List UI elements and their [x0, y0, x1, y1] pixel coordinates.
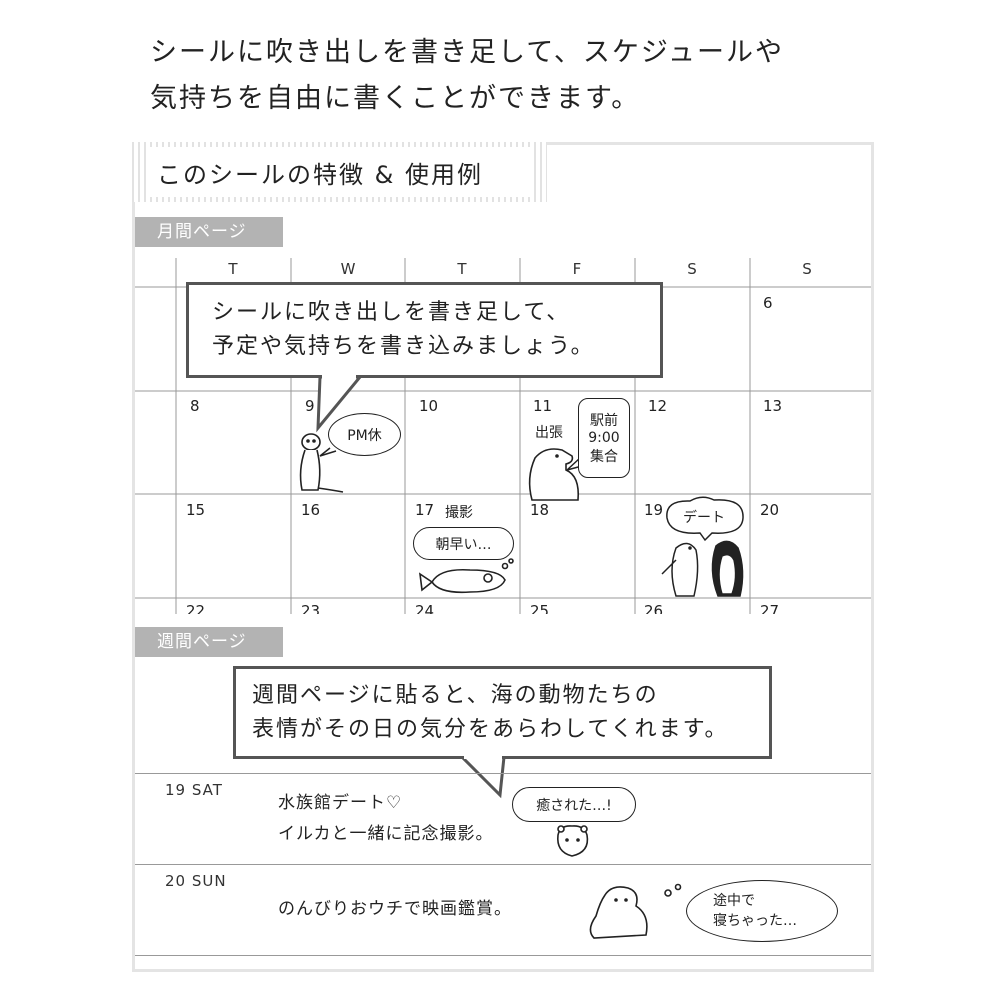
weekly-callout-line-2: 表情がその日の気分をあらわしてくれます。: [252, 717, 729, 742]
day-18[interactable]: 18: [530, 501, 550, 519]
asleep-bubble: 途中で 寝ちゃった…: [686, 880, 838, 942]
station-bubble: 駅前 9:00 集合: [578, 398, 630, 478]
penguin-icon: [661, 540, 744, 597]
weekly-divider-1: [135, 773, 871, 774]
date-note: デート: [683, 510, 725, 526]
polar-bear-icon: [528, 448, 580, 501]
day-15[interactable]: 15: [186, 501, 206, 519]
dow-thu: T: [457, 260, 467, 278]
calendar-row-4-clip: 22 23 24 25 26 27: [135, 598, 871, 614]
otter-icon: [299, 433, 344, 493]
dow-sat: S: [687, 260, 697, 278]
day-17[interactable]: 17: [415, 501, 435, 519]
station-line-3: 集合: [590, 449, 618, 465]
dow-wed: W: [340, 260, 356, 278]
week-entry-sat-line-1: 水族館デート♡: [278, 793, 403, 813]
bear-face-icon: [556, 825, 589, 857]
intro-text: シールに吹き出しを書き足して、スケジュールや 気持ちを自由に書くことができます。: [150, 30, 870, 122]
station-line-1: 駅前: [590, 413, 618, 429]
dow-tue: T: [228, 260, 238, 278]
weekly-divider-3: [135, 955, 871, 956]
trip-note: 出張: [535, 425, 563, 441]
week-entry-sat-line-2: イルカと一緒に記念撮影。: [278, 824, 494, 844]
monthly-callout: [186, 282, 663, 378]
day-24[interactable]: 24: [415, 602, 435, 614]
day-27[interactable]: 27: [760, 602, 780, 614]
weekly-callout: [233, 666, 772, 759]
asleep-line-2: 寝ちゃった…: [713, 913, 797, 929]
day-20[interactable]: 20: [760, 501, 780, 519]
weekly-callout-text: 週間ページに貼ると、海の動物たちの 表情がその日の気分をあらわしてくれます。: [252, 679, 728, 747]
pm-bubble: PM休: [328, 413, 401, 456]
panel-title: このシールの特徴 & 使用例: [157, 161, 483, 189]
day-10[interactable]: 10: [419, 397, 439, 415]
week-entry-sat: 水族館デート♡ イルカと一緒に記念撮影。: [278, 788, 494, 850]
monthly-callout-line-2: 予定や気持ちを書き込みましょう。: [212, 334, 595, 359]
day-11[interactable]: 11: [533, 397, 553, 415]
day-23[interactable]: 23: [301, 602, 321, 614]
dow-sun: S: [802, 260, 812, 278]
early-bubble: 朝早い…: [413, 527, 514, 560]
intro-line-2: 気持ちを自由に書くことができます。: [150, 83, 641, 114]
title-box: [147, 147, 532, 197]
day-16[interactable]: 16: [301, 501, 321, 519]
day-22[interactable]: 22: [186, 602, 206, 614]
date-heart-bubble: [666, 496, 744, 542]
day-12[interactable]: 12: [648, 397, 668, 415]
monthly-callout-text: シールに吹き出しを書き足して、 予定や気持ちを書き込みましょう。: [212, 296, 595, 364]
healed-bubble: 癒された…!: [512, 787, 636, 822]
day-6[interactable]: 6: [763, 294, 773, 312]
monthly-tail-joint: [322, 373, 356, 379]
day-19[interactable]: 19: [644, 501, 664, 519]
week-entry-sun-line-1: のんびりおウチで映画鑑賞。: [278, 899, 512, 919]
fish-icon: [418, 558, 514, 594]
dow-fri: F: [572, 260, 582, 278]
week-day-sat: 19 SAT: [165, 781, 223, 799]
asleep-line-1: 途中で: [713, 893, 755, 909]
sitting-polar-bear-icon: [589, 883, 682, 939]
weekly-tail-joint: [464, 753, 502, 759]
pm-bubble-tail: [319, 447, 337, 457]
day-25[interactable]: 25: [530, 602, 550, 614]
week-day-sun: 20 SUN: [165, 872, 227, 890]
monthly-tag: 月間ページ: [135, 217, 283, 247]
station-line-2: 9:00: [588, 430, 620, 446]
day-13[interactable]: 13: [763, 397, 783, 415]
shoot-note: 撮影: [445, 505, 473, 521]
weekly-tag: 週間ページ: [135, 627, 283, 657]
intro-line-1: シールに吹き出しを書き足して、スケジュールや: [150, 37, 784, 68]
day-26[interactable]: 26: [644, 602, 664, 614]
day-8[interactable]: 8: [190, 397, 200, 415]
weekly-callout-line-1: 週間ページに貼ると、海の動物たちの: [252, 683, 659, 708]
week-entry-sun: のんびりおウチで映画鑑賞。: [278, 894, 512, 925]
monthly-callout-line-1: シールに吹き出しを書き足して、: [212, 300, 571, 325]
weekly-divider-2: [135, 864, 871, 865]
day-9[interactable]: 9: [305, 397, 315, 415]
